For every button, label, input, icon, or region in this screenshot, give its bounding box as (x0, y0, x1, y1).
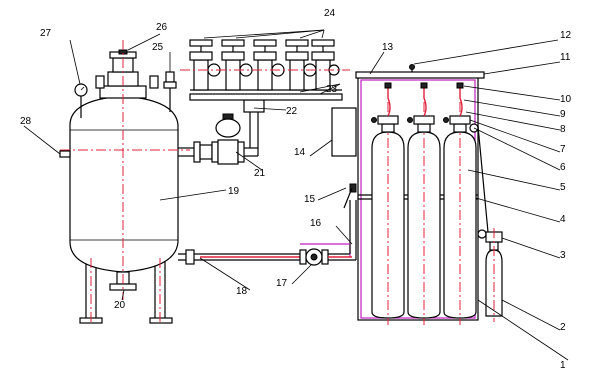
side-nozzle-icon (59, 150, 71, 158)
bottom-piping (178, 200, 357, 266)
label-13: 13 (382, 42, 394, 53)
label-11: 11 (560, 52, 571, 63)
label-10: 10 (560, 94, 572, 105)
label-24: 24 (324, 8, 336, 19)
tank-outlet-piping (178, 99, 265, 165)
label-1: 1 (560, 360, 566, 371)
label-6: 6 (560, 162, 566, 173)
storage-tank (60, 40, 190, 325)
selector-valve (221, 39, 253, 91)
label-16: 16 (310, 218, 322, 229)
label-20: 20 (114, 300, 126, 311)
label-28: 28 (20, 116, 32, 127)
label-9: 9 (560, 109, 566, 120)
label-27: 27 (40, 28, 52, 39)
label-19: 19 (228, 186, 240, 197)
selector-valve (285, 39, 317, 91)
label-3: 3 (560, 250, 566, 261)
agent-cylinder (443, 82, 479, 325)
agent-cylinder (371, 82, 405, 325)
pressure-gauge-icon (74, 83, 88, 118)
label-23: 23 (326, 84, 338, 95)
release-lever-icon (343, 183, 357, 209)
label-8: 8 (560, 124, 566, 135)
label-5: 5 (560, 182, 566, 193)
label-22: 22 (286, 106, 298, 117)
agent-cylinder (407, 82, 441, 325)
label-4: 4 (560, 214, 566, 225)
label-18: 18 (236, 286, 248, 297)
top-valve-icon (163, 71, 177, 112)
control-box (331, 107, 357, 157)
selector-valve (189, 39, 221, 91)
starter-cylinder (477, 125, 503, 322)
label-7: 7 (560, 144, 566, 155)
selector-valve (311, 39, 340, 91)
valve-manifold (180, 39, 350, 101)
label-17: 17 (276, 278, 288, 289)
leader-lines (23, 29, 569, 361)
label-15: 15 (304, 194, 316, 205)
part-number-labels: 1 2 3 4 5 6 7 8 9 10 11 12 13 14 15 16 1… (20, 8, 572, 371)
label-12: 12 (560, 30, 572, 41)
label-14: 14 (294, 147, 306, 158)
label-26: 26 (156, 22, 168, 33)
selector-valve (253, 39, 285, 91)
label-21: 21 (254, 168, 266, 179)
label-2: 2 (560, 322, 566, 333)
label-25: 25 (152, 42, 164, 53)
